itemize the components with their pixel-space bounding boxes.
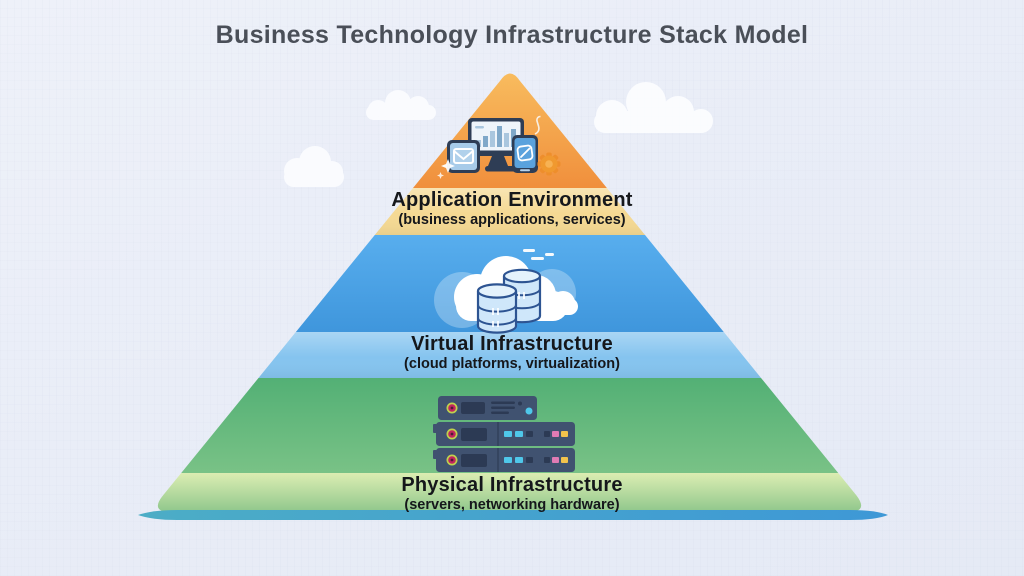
phone-edit-icon [512,135,538,173]
sparkle-icon [441,159,455,173]
layer-label-physical: Physical Infrastructure (servers, networ… [0,474,1024,514]
layer-label-application: Application Environment (business applic… [0,189,1024,229]
database-cylinder-front [476,283,518,334]
decor-squiggle [534,115,541,135]
server-unit [436,422,575,446]
layer-title: Application Environment [391,189,633,211]
server-rack-icon [433,396,575,472]
pyramid-base-line [138,510,888,520]
layer-title: Virtual Infrastructure [411,333,613,355]
devices-icon [437,115,561,179]
cloud-database-icon [434,249,578,334]
layer-subtitle: (business applications, services) [398,212,626,228]
layer-subtitle: (servers, networking hardware) [404,497,620,513]
background-cloud-right [594,82,713,133]
layer-label-virtual: Virtual Infrastructure (cloud platforms,… [0,333,1024,373]
gear-icon [537,152,561,176]
server-unit [438,396,537,420]
sparkle-icon-small [437,172,444,179]
server-unit [436,448,575,472]
tablet-mail-icon [447,140,480,173]
monitor-icon [468,118,524,172]
background-cloud-left [284,146,344,187]
layer-physical-band [157,473,862,512]
wind-dashes [523,249,554,260]
layer-subtitle: (cloud platforms, virtualization) [404,356,620,372]
layer-title: Physical Infrastructure [401,474,623,496]
background-cloud-apex [366,90,436,120]
diagram-title: Business Technology Infrastructure Stack… [215,21,809,49]
